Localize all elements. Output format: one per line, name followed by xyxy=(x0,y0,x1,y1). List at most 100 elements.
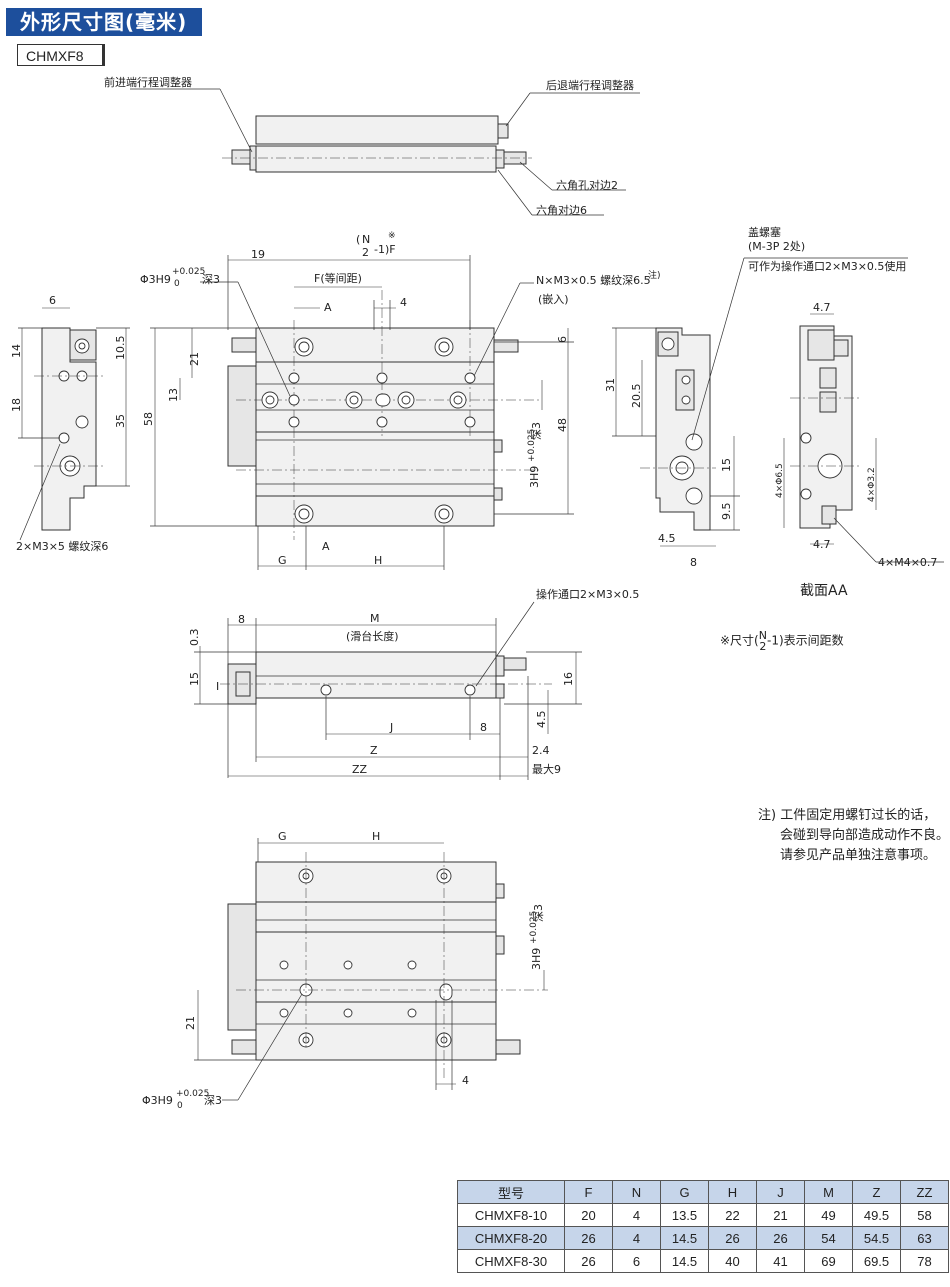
bottom-view xyxy=(194,838,548,1101)
dim-i: I xyxy=(216,680,219,693)
bottom-pin-depth: 深3 xyxy=(204,1094,222,1107)
table-header-row: 型号 F N G H J M Z ZZ xyxy=(457,1180,949,1204)
dim-2-4: 2.4 xyxy=(532,744,550,757)
cell-n: 4 xyxy=(612,1203,661,1227)
bottom-side-depth: 深3 xyxy=(532,904,545,922)
dim-h-bottom: H xyxy=(372,830,380,843)
ref-note-frac-top: N xyxy=(758,629,767,642)
cell-model: CHMXF8-20 xyxy=(457,1226,565,1250)
slide-length-label: (滑台长度) xyxy=(346,629,399,643)
cell-j: 21 xyxy=(756,1203,805,1227)
dim-g-bottom: G xyxy=(278,830,287,843)
dim-8-j: 8 xyxy=(480,721,487,734)
note-line-3: 请参见产品单独注意事项。 xyxy=(780,848,937,863)
cell-z: 69.5 xyxy=(852,1249,901,1273)
dim-4-7-top: 4.7 xyxy=(813,301,831,314)
dim-8-lower: 8 xyxy=(238,613,245,626)
cell-g: 14.5 xyxy=(660,1226,709,1250)
dim-15-side: 15 xyxy=(720,458,733,472)
bottom-side-pin: 3H9 xyxy=(530,948,543,970)
dim-h: H xyxy=(374,554,382,567)
cell-j: 41 xyxy=(756,1249,805,1273)
dim-21: 21 xyxy=(188,352,201,366)
stroke-2: 2 xyxy=(362,246,369,259)
plug-label: 盖螺塞 xyxy=(748,225,781,239)
f-label: F(等间距) xyxy=(314,271,362,285)
screw-note-mark: 注) xyxy=(648,269,661,281)
cell-f: 26 xyxy=(564,1249,613,1273)
screw-m4-label: 4×M4×0.7 xyxy=(878,556,937,569)
cell-h: 26 xyxy=(708,1226,757,1250)
dim-4-5-lower: 4.5 xyxy=(535,711,548,729)
pin-depth-label: 深3 xyxy=(202,273,220,286)
dim-35: 35 xyxy=(114,414,127,428)
pin-tol-lower: 0 xyxy=(174,279,180,289)
section-aa-label: 截面AA xyxy=(800,583,848,599)
hex-hole-label: 六角孔对边2 xyxy=(556,178,618,192)
dim-0-3: 0.3 xyxy=(188,629,201,647)
table-row: CHMXF8-30 26 6 14.5 40 41 69 69.5 78 xyxy=(457,1249,949,1273)
th-f: F xyxy=(564,1180,613,1204)
dim-8-side: 8 xyxy=(690,556,697,569)
ref-note-frac-bot: 2 xyxy=(759,640,767,653)
dim-g: G xyxy=(278,554,287,567)
dim-20-5: 20.5 xyxy=(630,384,643,409)
bottom-pin-label: Φ3H9 xyxy=(142,1094,173,1107)
cell-zz: 63 xyxy=(900,1226,949,1250)
notes-block: 注) 工件固定用螺钉过长的话， 会碰到导向部造成动作不良。 请参见产品单独注意事… xyxy=(758,806,949,866)
max9-label: 最大9 xyxy=(532,762,561,776)
cell-h: 40 xyxy=(708,1249,757,1273)
port-label: 操作通口2×M3×0.5 xyxy=(536,587,639,601)
cell-g: 13.5 xyxy=(660,1203,709,1227)
screw-left-label: 2×M3×5 螺纹深6 xyxy=(16,539,108,553)
dim-9-5: 9.5 xyxy=(720,503,733,521)
pin-hole-label: Φ3H9 xyxy=(140,273,171,286)
front-adjuster-label: 前进端行程调整器 xyxy=(104,75,192,89)
cell-j: 26 xyxy=(756,1226,805,1250)
dim-a-bot: A xyxy=(322,540,330,553)
stroke-open: ( xyxy=(356,233,360,246)
dim-4: 4 xyxy=(400,296,407,309)
table-row: CHMXF8-20 26 4 14.5 26 26 54 54.5 63 xyxy=(457,1226,949,1250)
cell-n: 4 xyxy=(612,1226,661,1250)
dim-31: 31 xyxy=(604,378,617,392)
plug-count-label: (M-3P 2处) xyxy=(748,240,805,253)
dim-58: 58 xyxy=(142,412,155,426)
cell-model: CHMXF8-30 xyxy=(457,1249,565,1273)
dim-z: Z xyxy=(370,744,378,757)
cell-h: 22 xyxy=(708,1203,757,1227)
cell-z: 54.5 xyxy=(852,1226,901,1250)
dim-18: 18 xyxy=(10,398,23,412)
dim-21-bottom: 21 xyxy=(184,1016,197,1030)
dim-4-bottom: 4 xyxy=(462,1074,469,1087)
th-g: G xyxy=(660,1180,709,1204)
dim-10-5: 10.5 xyxy=(114,336,127,361)
dim-6-left: 6 xyxy=(49,294,56,307)
side-pin-label: 3H9 xyxy=(528,466,541,488)
ref-note-prefix: ※尺寸( xyxy=(720,633,759,648)
section-aa-view xyxy=(783,313,944,563)
ref-note-suffix: -1)表示间距数 xyxy=(766,633,844,648)
dim-48: 48 xyxy=(556,418,569,432)
dim-m: M xyxy=(370,612,380,625)
table-row: CHMXF8-10 20 4 13.5 22 21 49 49.5 58 xyxy=(457,1203,949,1227)
dim-4-7-bot: 4.7 xyxy=(813,538,831,551)
cell-f: 20 xyxy=(564,1203,613,1227)
model-label: CHMXF8 xyxy=(17,44,105,66)
plug-use-label: 可作为操作通口2×M3×0.5使用 xyxy=(748,259,906,273)
note-line-1: 注) 工件固定用螺钉过长的话， xyxy=(758,808,937,823)
bottom-pin-tol: +0.025 xyxy=(176,1089,209,1099)
cell-m: 49 xyxy=(804,1203,853,1227)
stroke-suffix: -1)F xyxy=(374,243,396,256)
stroke-ref-mark: ※ xyxy=(388,231,396,241)
th-n: N xyxy=(612,1180,661,1204)
dim-16: 16 xyxy=(562,672,575,686)
top-view xyxy=(130,88,640,216)
th-z: Z xyxy=(852,1180,901,1204)
side-pin-tol: +0.025 xyxy=(527,429,537,462)
cell-g: 14.5 xyxy=(660,1249,709,1273)
bottom-pin-tol-low: 0 xyxy=(177,1101,183,1111)
dim-13: 13 xyxy=(167,388,180,402)
th-model: 型号 xyxy=(457,1180,565,1204)
